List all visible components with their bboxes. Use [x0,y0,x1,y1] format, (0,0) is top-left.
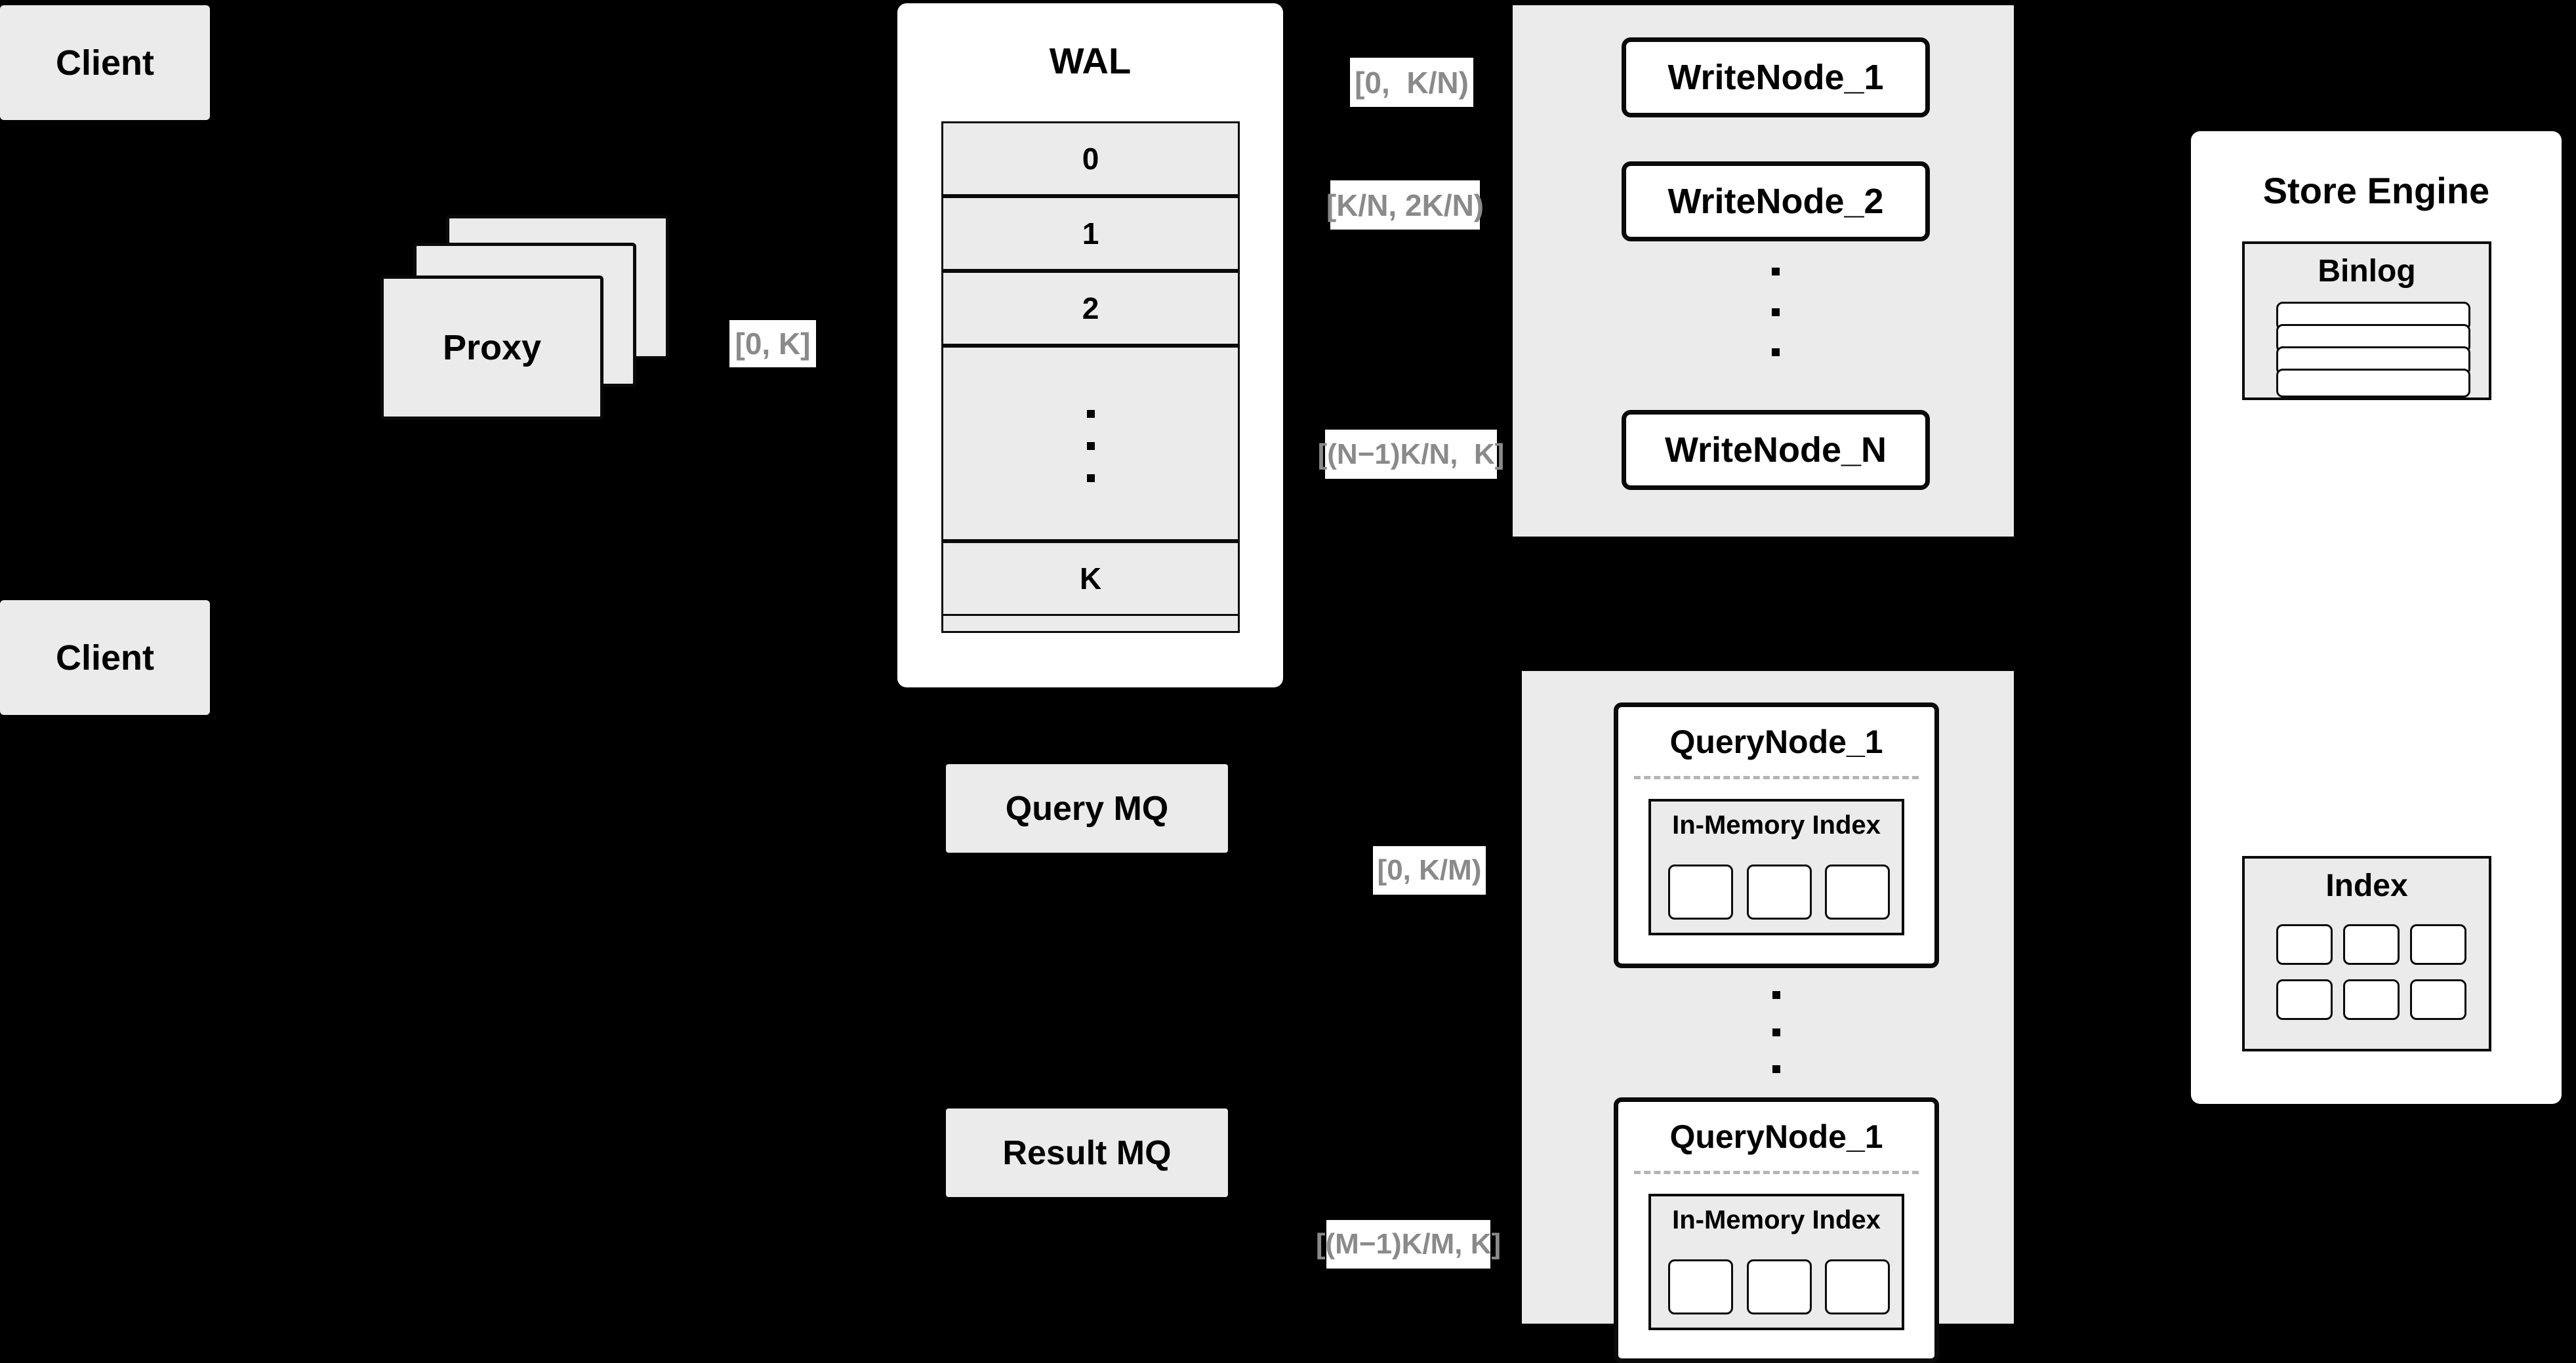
query-node-m-divider [1634,1171,1919,1174]
range-label-query-node-m: [(M−1)K/M, K] [1316,1220,1501,1269]
query-mq-node[interactable]: Query MQ [946,764,1228,853]
write-node-cluster: WriteNode_1 WriteNode_2 WriteNode_N [1513,5,2014,537]
wal-entry-k[interactable]: K [941,541,1240,616]
write-node-1-label: WriteNode_1 [1667,58,1884,97]
wal-entry-list: 0 1 2 K [941,121,1240,633]
query-node-cluster: QueryNode_1 In-Memory Index QueryNode_1 [1522,671,2014,1363]
result-mq-label: Result MQ [1002,1133,1172,1172]
wal-entry-2[interactable]: 2 [941,271,1240,346]
client-node-1-label: Client [55,43,154,83]
proxy-label: Proxy [442,328,542,367]
proxy-stack[interactable]: Proxy [380,215,669,432]
wal-entry-0[interactable]: 0 [941,121,1240,196]
index-slot[interactable] [2343,979,2400,1020]
query-node-m-in-memory-index: In-Memory Index [1648,1194,1904,1330]
arrow-line-index [2165,977,2215,983]
query-mq-label: Query MQ [1005,789,1169,828]
range-label-write-node-1: [0, K/N) [1350,58,1473,107]
index-box: Index [2242,856,2491,1051]
wal-title: WAL [1049,40,1132,81]
query-node-1-divider [1634,776,1919,779]
write-node-1[interactable]: WriteNode_1 [1622,37,1930,117]
binlog-box: Binlog [2242,241,2491,400]
query-node-1[interactable]: QueryNode_1 In-Memory Index [1614,702,1939,968]
client-node-2-label: Client [55,638,154,678]
write-node-n[interactable]: WriteNode_N [1622,410,1930,490]
wal-panel: WAL 0 1 2 K [897,3,1283,687]
proxy-card-front[interactable]: Proxy [380,275,603,420]
wal-entry-ellipsis [941,346,1240,541]
write-node-n-label: WriteNode_N [1664,430,1887,470]
index-slot[interactable] [1825,1259,1890,1314]
index-slot[interactable] [1668,865,1733,920]
range-label-query-node-1: [0, K/M) [1373,846,1486,895]
query-node-m-in-memory-index-label: In-Memory Index [1672,1206,1881,1234]
index-slot[interactable] [2276,924,2333,965]
binlog-rows [2276,302,2470,397]
result-mq-node[interactable]: Result MQ [946,1109,1228,1197]
binlog-row[interactable] [2276,369,2470,397]
index-slot[interactable] [2410,979,2466,1020]
index-slot[interactable] [2410,924,2466,965]
index-slot-grid [2276,924,2466,1036]
query-node-m-label: QueryNode_1 [1669,1118,1883,1155]
store-engine-title: Store Engine [2262,170,2490,211]
vertical-ellipsis-icon [1086,410,1095,482]
vertical-ellipsis-icon-query-cluster [1772,991,1780,1073]
query-node-1-in-memory-index: In-Memory Index [1648,799,1904,935]
client-node-2[interactable]: Client [0,600,210,715]
range-label-write-node-2: [K/N, 2K/N) [1326,180,1484,230]
range-label-proxy-to-wal: [0, K] [729,320,816,367]
query-node-1-in-memory-index-label: In-Memory Index [1672,811,1881,840]
index-title: Index [2325,868,2408,903]
query-node-1-index-slots [1668,865,1890,920]
binlog-title: Binlog [2318,254,2416,289]
index-slot[interactable] [2343,924,2400,965]
vertical-ellipsis-icon-write-cluster [1772,268,1780,356]
index-slot[interactable] [1746,1259,1812,1314]
wal-entry-1[interactable]: 1 [941,196,1240,271]
diagram-canvas: Client Client Proxy [0, K] WAL 0 1 2 [0,3,2562,1363]
index-slot[interactable] [1668,1259,1733,1314]
store-engine-panel: Store Engine Binlog Index [2191,131,2562,1104]
write-node-2-label: WriteNode_2 [1667,182,1884,221]
client-node-1[interactable]: Client [0,5,210,120]
write-node-2[interactable]: WriteNode_2 [1622,161,1930,241]
index-slot[interactable] [2276,979,2333,1020]
query-node-m[interactable]: QueryNode_1 In-Memory Index [1614,1097,1939,1363]
index-slot[interactable] [1746,865,1812,920]
query-node-m-index-slots [1668,1259,1890,1314]
query-node-1-label: QueryNode_1 [1669,723,1883,760]
arrow-line-binlog [2165,391,2215,396]
index-slot[interactable] [1825,865,1890,920]
range-label-write-node-n: [(N−1)K/N, K] [1318,430,1504,479]
